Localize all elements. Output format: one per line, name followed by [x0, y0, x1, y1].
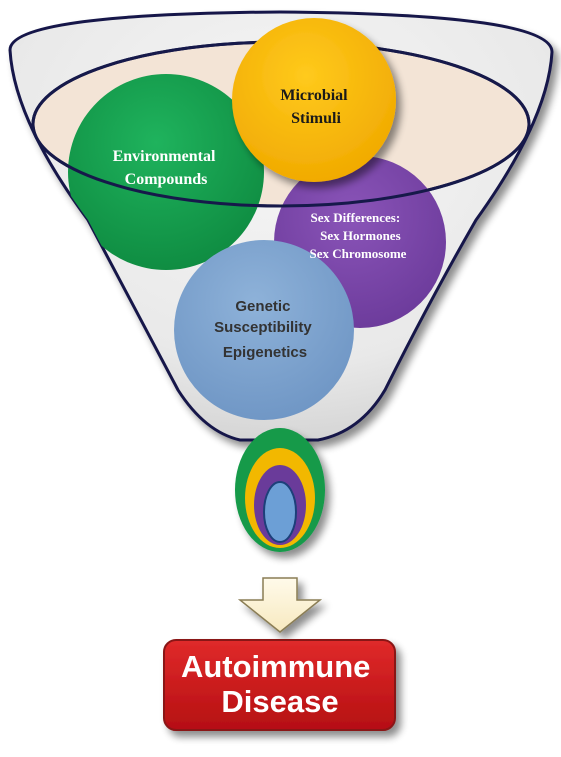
- outcome-box: [163, 639, 396, 731]
- genetic-line-1: Genetic: [235, 298, 290, 315]
- environmental-label: Environmental Compounds: [113, 148, 220, 188]
- environmental-line-1: Environmental: [113, 148, 216, 165]
- genetic-bubble: [174, 240, 354, 420]
- sex-line-2: Sex Hormones: [320, 228, 401, 243]
- environmental-bubble: [68, 74, 264, 270]
- down-arrow: [237, 577, 323, 633]
- spout-blue-oval: [263, 481, 297, 543]
- outcome-line-2: Disease: [221, 684, 338, 719]
- microbial-bubble: [232, 18, 396, 182]
- sex-line-1: Sex Differences:: [311, 210, 401, 225]
- sex-line-3: Sex Chromosome: [310, 246, 407, 261]
- microbial-line-1: Microbial: [280, 87, 348, 104]
- genetic-label: Genetic Susceptibility Epigenetics: [214, 298, 316, 361]
- genetic-line-3: Epigenetics: [223, 344, 307, 361]
- outcome-line-1: Autoimmune: [181, 649, 370, 684]
- microbial-line-2: Stimuli: [291, 110, 341, 127]
- genetic-line-2: Susceptibility: [214, 319, 312, 336]
- funnel-spout: [235, 428, 325, 552]
- outcome-label: Autoimmune Disease: [181, 649, 379, 719]
- microbial-label: Microbial Stimuli: [280, 87, 351, 127]
- sex-differences-label: Sex Differences: Sex Hormones Sex Chromo…: [310, 210, 407, 261]
- environmental-line-2: Compounds: [125, 171, 208, 188]
